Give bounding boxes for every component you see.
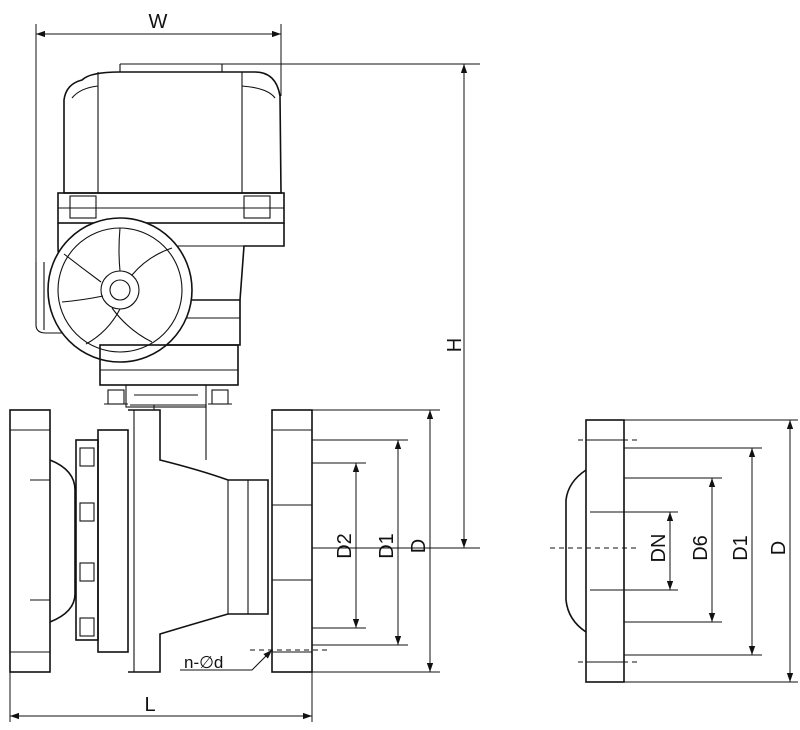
label-d-main: D bbox=[408, 539, 430, 553]
mounting-bracket bbox=[99, 344, 239, 408]
label-d2: D2 bbox=[334, 533, 356, 559]
label-w: W bbox=[149, 11, 168, 33]
label-d1-detail: D1 bbox=[730, 535, 752, 561]
dimension-lines bbox=[9, 24, 798, 722]
label-d-detail: D bbox=[768, 541, 790, 555]
label-l: L bbox=[144, 694, 155, 716]
bolt-row-left bbox=[79, 447, 95, 637]
label-d6: D6 bbox=[690, 535, 712, 561]
label-d1-main: D1 bbox=[376, 533, 398, 559]
flange-detail-view bbox=[550, 419, 640, 683]
label-dn: DN bbox=[648, 534, 670, 563]
label-h: H bbox=[444, 338, 466, 352]
handwheel[interactable] bbox=[47, 217, 193, 363]
label-bolt-holes: n-∅d bbox=[184, 653, 223, 672]
valve-body bbox=[9, 404, 330, 673]
